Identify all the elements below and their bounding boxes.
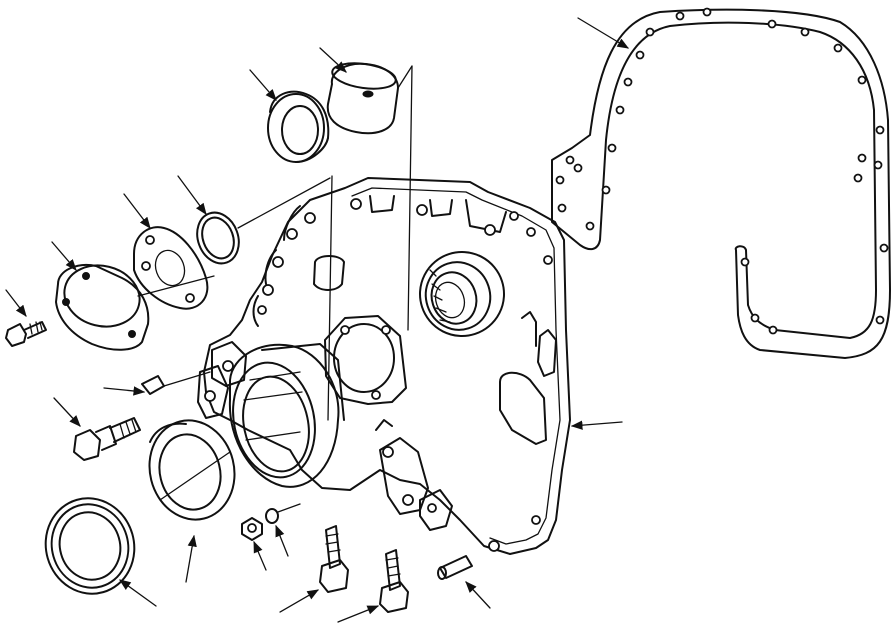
callout-arrow-7 (5, 289, 27, 317)
callout-arrow-10 (570, 420, 623, 430)
callout-arrow-4 (177, 175, 207, 215)
cover-gasket (551, 7, 891, 359)
small-gasket-part (133, 226, 215, 310)
bushing-part (326, 62, 413, 135)
callout-arrow-13 (253, 540, 267, 571)
thrust-washer-part (267, 90, 330, 163)
flange-bolt-part (73, 417, 141, 461)
callout-arrows (5, 17, 630, 623)
callout-arrow-15 (279, 589, 320, 613)
washer-part (241, 503, 301, 541)
wear-sleeve-part (44, 497, 136, 595)
callout-arrow-5 (123, 193, 151, 229)
callout-arrow-17 (465, 581, 491, 609)
stud-bolt-part-2 (379, 549, 409, 613)
callout-arrow-11 (119, 579, 157, 607)
callout-arrow-2 (319, 47, 347, 73)
callout-arrow-12 (185, 534, 197, 583)
callout-arrow-6 (51, 241, 77, 271)
front-cover-housing (197, 65, 571, 555)
callout-arrow-14 (275, 524, 289, 557)
cap-screw-part (5, 321, 47, 347)
callout-arrow-16 (337, 605, 380, 623)
cover-plate-part (55, 264, 150, 351)
o-ring-part (196, 177, 331, 265)
front-seal-part (148, 419, 236, 521)
callout-arrow-3 (249, 69, 277, 101)
roll-pin-part (437, 555, 473, 580)
callout-arrow-1 (577, 17, 630, 49)
callout-arrow-9 (53, 397, 81, 427)
callout-arrow-8 (103, 386, 146, 396)
stud-bolt-part-1 (319, 525, 349, 593)
dowel-pin-part (141, 371, 211, 395)
